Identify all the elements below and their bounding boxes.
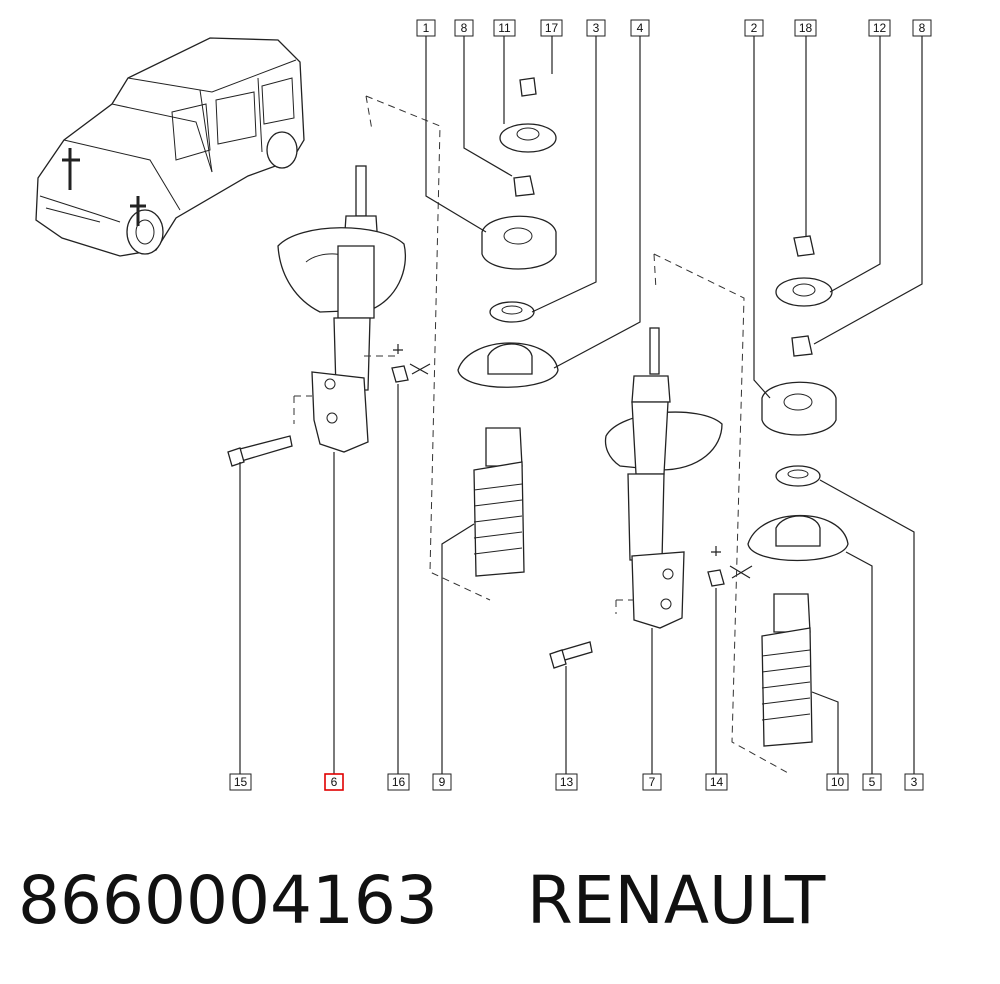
callout-7-bottom: 7 [642, 773, 662, 791]
spring-seat-5 [747, 515, 849, 562]
callout-label: 11 [498, 21, 511, 35]
assembly-guide-left [365, 95, 491, 601]
callout-4-top: 4 [630, 19, 650, 37]
bolt-15 [227, 435, 293, 467]
callout-17-top: 17 [540, 19, 563, 37]
callout-label: 16 [392, 775, 406, 789]
bump-stop-boot-10 [761, 593, 813, 747]
callout-label: 2 [751, 21, 758, 35]
leader-lines [239, 36, 923, 774]
callout-12-top: 12 [868, 19, 891, 37]
footer-caption: 8660004163 RENAULT [18, 862, 825, 939]
callout-label: 18 [799, 21, 813, 35]
callout-2-top: 2 [744, 19, 764, 37]
callout-label: 15 [234, 775, 248, 789]
callout-8-top-left: 8 [454, 19, 474, 37]
callout-8-top-right: 8 [912, 19, 932, 37]
callout-6-bottom-highlighted: 6 [324, 773, 344, 791]
nut-16 [391, 344, 431, 383]
vehicle-locator-car [35, 37, 305, 257]
callout-9-bottom: 9 [432, 773, 452, 791]
top-nut-17 [519, 77, 537, 97]
bearing-3-left [489, 301, 535, 323]
callout-11-top: 11 [493, 19, 516, 37]
washer-12 [775, 277, 833, 307]
callout-15-bottom: 15 [229, 773, 252, 791]
callout-label: 10 [831, 775, 845, 789]
strut-mount-2 [761, 381, 837, 436]
bump-stop-boot-9 [473, 427, 525, 577]
callout-1-top: 1 [416, 19, 436, 37]
front-strut-right [604, 327, 723, 629]
top-nut-18 [793, 235, 815, 257]
callout-label: 5 [869, 775, 876, 789]
callout-label: 13 [560, 775, 574, 789]
front-strut-left [277, 165, 406, 453]
bearing-3-right [775, 465, 821, 487]
spring-seat-4 [457, 342, 559, 388]
callout-16-bottom: 16 [387, 773, 410, 791]
nut-8-left [513, 175, 535, 197]
callout-label: 3 [911, 775, 918, 789]
part-number: 8660004163 [18, 862, 438, 939]
callout-label: 4 [637, 21, 644, 35]
callout-13-bottom: 13 [555, 773, 578, 791]
callout-label: 8 [461, 21, 468, 35]
callout-label: 1 [423, 21, 430, 35]
callout-label: 3 [593, 21, 600, 35]
nut-8-right [791, 335, 813, 357]
brand-name: RENAULT [526, 862, 826, 939]
callout-18-top: 18 [794, 19, 817, 37]
callout-label: 6 [331, 775, 338, 789]
callout-label: 12 [873, 21, 887, 35]
bolt-13 [549, 641, 593, 669]
washer-11 [499, 123, 557, 153]
callout-14-bottom: 14 [705, 773, 728, 791]
callout-label: 17 [545, 21, 559, 35]
callout-label: 7 [649, 775, 656, 789]
callout-5-bottom: 5 [862, 773, 882, 791]
callout-label: 8 [919, 21, 926, 35]
assembly-guide-right [653, 253, 791, 775]
callout-10-bottom: 10 [826, 773, 849, 791]
callout-3-bottom: 3 [904, 773, 924, 791]
callout-label: 9 [439, 775, 446, 789]
nut-14 [707, 546, 753, 587]
callout-3-top: 3 [586, 19, 606, 37]
strut-mount-1 [481, 215, 557, 270]
callout-label: 14 [710, 775, 724, 789]
